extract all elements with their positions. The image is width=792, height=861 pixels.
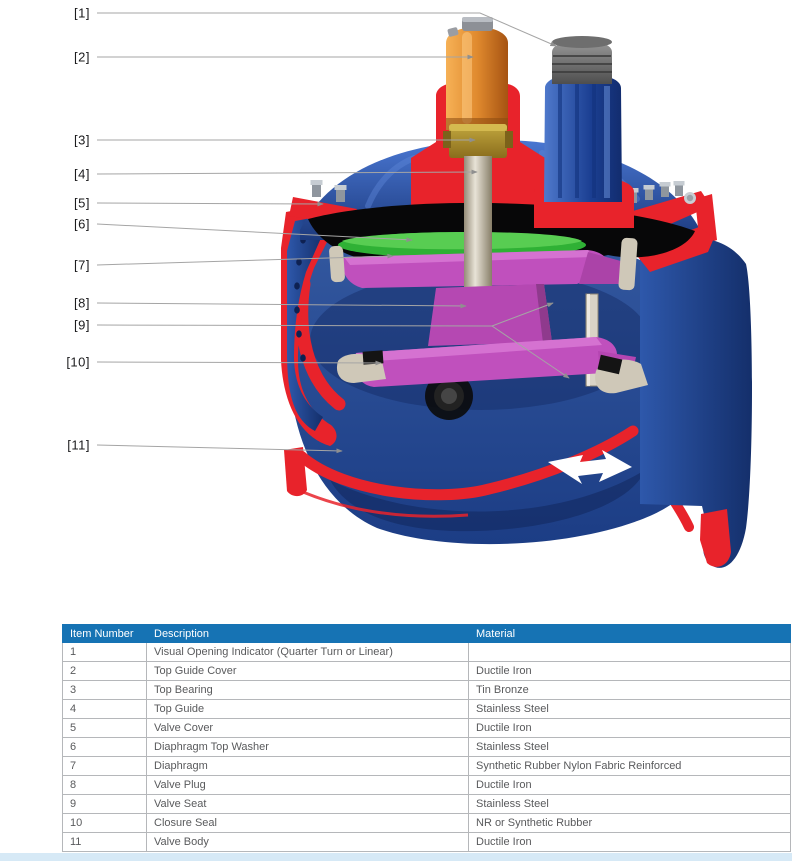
column-header-material: Material	[468, 624, 791, 643]
leader-line	[96, 223, 413, 243]
material-cell: Stainless Steel	[468, 794, 791, 814]
leader-line	[96, 253, 394, 266]
top-guide-right	[618, 237, 638, 291]
flow-arrow	[548, 450, 632, 484]
callout-top-guide-cover: [2]	[74, 50, 474, 65]
top-bearing	[443, 124, 513, 158]
description-cell: Valve Body	[146, 832, 469, 852]
description-cell: Valve Plug	[146, 775, 469, 795]
leader-line	[96, 360, 382, 366]
footer-accent-bar	[0, 853, 792, 861]
callout-label: [9]	[74, 318, 90, 333]
callout-label: [8]	[74, 296, 90, 311]
callout-valve-seat: [9]	[74, 302, 570, 379]
description-cell: Diaphragm	[146, 756, 469, 776]
material-cell: NR or Synthetic Rubber	[468, 813, 791, 833]
description-cell: Visual Opening Indicator (Quarter Turn o…	[146, 642, 469, 662]
column-header-item-number: Item Number	[62, 624, 147, 643]
callout-label: [1]	[74, 6, 90, 21]
leader-line	[96, 201, 324, 207]
material-cell: Ductile Iron	[468, 661, 791, 681]
valve-plug-web	[428, 284, 552, 346]
item-number-cell: 7	[62, 756, 147, 776]
valve-stem	[464, 156, 492, 306]
callout-valve-cover: [5]	[74, 196, 324, 211]
item-number-cell: 8	[62, 775, 147, 795]
callout-diaphragm-top-washer: [6]	[74, 217, 413, 243]
item-number-cell: 2	[62, 661, 147, 681]
callouts: [1] [2] [3] [4] [5] [6] [7] [8] [9] [10] [11]	[66, 6, 570, 454]
item-number-cell: 4	[62, 699, 147, 719]
callout-label: [5]	[74, 196, 90, 211]
callout-label: [2]	[74, 50, 90, 65]
diaphragm-top-washer	[338, 231, 586, 258]
item-number-cell: 10	[62, 813, 147, 833]
material-cell: Ductile Iron	[468, 775, 791, 795]
callout-valve-body: [11]	[67, 438, 343, 454]
item-number-cell: 9	[62, 794, 147, 814]
callout-label: [6]	[74, 217, 90, 232]
description-cell: Closure Seal	[146, 813, 469, 833]
item-number-cell: 11	[62, 832, 147, 852]
top-guide-left	[329, 245, 345, 283]
callout-closure-seal: [10]	[66, 355, 382, 370]
material-cell: Ductile Iron	[468, 832, 791, 852]
description-cell: Top Guide Cover	[146, 661, 469, 681]
description-cell: Valve Seat	[146, 794, 469, 814]
material-cell: Synthetic Rubber Nylon Fabric Reinforced	[468, 756, 791, 776]
description-cell: Diaphragm Top Washer	[146, 737, 469, 757]
callout-label: [10]	[66, 355, 90, 370]
indicator-housing	[446, 17, 508, 130]
callout-label: [11]	[67, 438, 90, 453]
callout-valve-plug: [8]	[74, 296, 467, 311]
leader-line	[96, 444, 343, 454]
leader-line	[491, 302, 554, 327]
item-number-cell: 6	[62, 737, 147, 757]
material-cell: Stainless Steel	[468, 737, 791, 757]
description-cell: Top Bearing	[146, 680, 469, 700]
column-header-description: Description	[146, 624, 469, 643]
leader-line	[96, 302, 467, 309]
description-cell: Valve Cover	[146, 718, 469, 738]
leader-line	[96, 169, 478, 175]
visual-opening-indicator	[534, 36, 634, 228]
callout-label: [4]	[74, 167, 90, 182]
material-cell: Ductile Iron	[468, 718, 791, 738]
material-cell	[468, 642, 791, 662]
callout-top-bearing: [3]	[74, 133, 476, 148]
item-number-cell: 1	[62, 642, 147, 662]
item-number-cell: 3	[62, 680, 147, 700]
callout-diaphragm: [7]	[74, 253, 394, 273]
item-number-cell: 5	[62, 718, 147, 738]
callout-label: [3]	[74, 133, 90, 148]
material-cell: Tin Bronze	[468, 680, 791, 700]
material-cell: Stainless Steel	[468, 699, 791, 719]
leader-line	[97, 12, 557, 47]
outlet-flange	[634, 227, 752, 568]
callout-label: [7]	[74, 258, 90, 273]
description-cell: Top Guide	[146, 699, 469, 719]
callout-top-guide: [4]	[74, 167, 478, 182]
callout-visual-opening-indicator: [1]	[74, 6, 557, 47]
valve-cutaway-diagram: [1] [2] [3] [4] [5] [6] [7] [8] [9] [10] [11]	[66, 6, 752, 568]
